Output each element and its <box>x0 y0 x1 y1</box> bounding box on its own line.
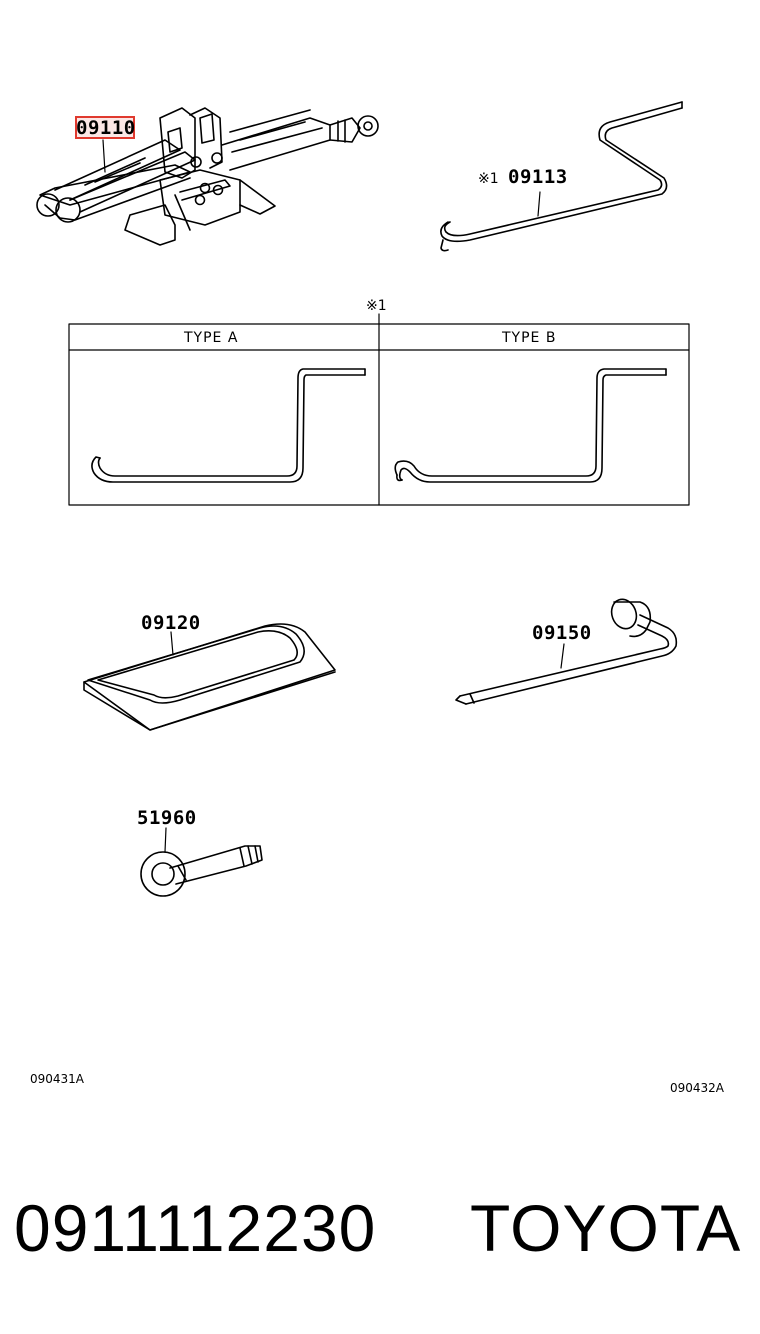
highlight-box <box>75 116 135 139</box>
footer-part-number: 0911112230 <box>14 1191 377 1265</box>
type-b-header: TYPE B <box>502 330 557 346</box>
bag-leader-line <box>170 631 174 656</box>
table-note-mark: ※1 <box>366 298 387 314</box>
ref-code-left: 090431A <box>30 1072 85 1086</box>
part-label-jack[interactable]: 09110 <box>76 117 136 139</box>
towing-hook-drawing <box>140 845 263 897</box>
type-a-header: TYPE A <box>184 330 239 346</box>
wheel-wrench-drawing <box>455 598 678 705</box>
scissor-jack-drawing <box>36 107 379 246</box>
part-label-hook[interactable]: 51960 <box>137 807 197 829</box>
hook-leader-line <box>164 827 167 853</box>
type-a-handle-drawing <box>91 368 366 483</box>
part-label-handle[interactable]: 09113 <box>508 166 568 188</box>
jack-leader-line <box>102 139 106 173</box>
part-label-tool-bag[interactable]: 09120 <box>141 612 201 634</box>
tool-bag-drawing <box>83 623 336 731</box>
footer-brand: TOYOTA <box>470 1191 742 1265</box>
part-label-wrench[interactable]: 09150 <box>532 622 592 644</box>
handle-note-mark: ※1 <box>478 171 499 187</box>
ref-code-right: 090432A <box>670 1081 725 1095</box>
wrench-leader-line <box>560 643 565 669</box>
jack-handle-drawing <box>440 101 683 252</box>
type-b-handle-drawing <box>394 368 667 483</box>
type-table <box>68 313 690 506</box>
handle-leader-line <box>537 191 541 217</box>
